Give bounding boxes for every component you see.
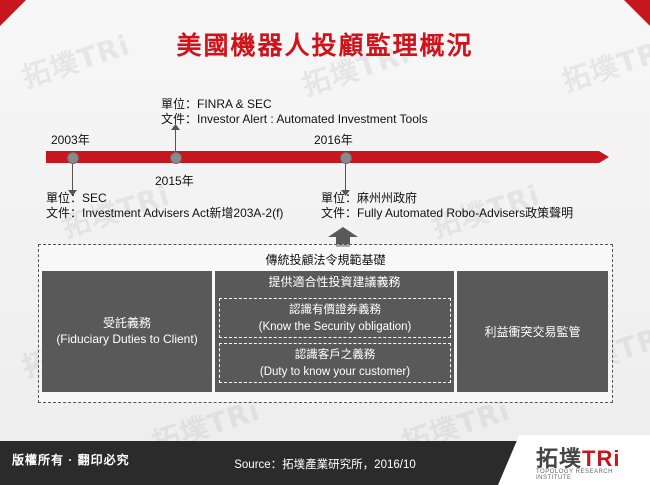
event-2003-unit: 單位：SEC: [46, 191, 107, 205]
corner-decoration-right: [624, 0, 650, 26]
logo-background: [498, 435, 650, 485]
arrow-down-icon: [68, 190, 77, 196]
know-security-english: (Know the Security obligation): [258, 321, 412, 333]
event-2015-document: 文件：Investor Alert : Automated Investment…: [161, 112, 428, 126]
page-title: 美國機器人投顧監理概況: [176, 31, 474, 60]
copyright-notice: 版權所有 · 翻印必究: [12, 453, 130, 467]
year-label-2016: 2016年: [314, 133, 353, 147]
foundation-arrow-icon: [328, 227, 358, 247]
know-customer-english: (Duty to know your customer): [259, 366, 411, 378]
connector-2016: [345, 164, 346, 192]
event-2016-document: 文件：Fully Automated Robo-Advisers政策聲明: [321, 206, 574, 220]
logo-main-text: 拓墣: [536, 446, 583, 471]
logo: 拓墣TRi: [536, 441, 620, 473]
logo-subtitle: TOPOLOGY RESEARCH INSTITUTE: [536, 469, 613, 481]
event-2016-unit: 單位：麻州州政府: [321, 191, 418, 205]
timeline-arrow: [46, 151, 609, 163]
foundation-title: 傳統投顧法令規範基礎: [265, 253, 386, 267]
year-label-2003: 2003年: [51, 133, 90, 147]
logo-ri-text: TRi: [582, 446, 621, 471]
conflict-of-interest-label: 利益衝突交易監管: [484, 325, 581, 339]
know-customer-box: 認識客戶之義務 (Duty to know your customer): [219, 343, 451, 383]
arrow-up-icon: [171, 124, 180, 130]
source-note: Source：拓墣產業研究所，2016/10: [234, 459, 416, 471]
fiduciary-duty-box: 受託義務 (Fiduciary Duties to Client): [42, 271, 212, 392]
corner-decoration-left: [0, 0, 26, 26]
timeline-marker-2016: [340, 152, 352, 164]
timeline-marker-2003: [67, 152, 79, 164]
conflict-of-interest-box: 利益衝突交易監管: [457, 271, 608, 392]
connector-2003: [72, 164, 73, 192]
know-customer-label: 認識客戶之義務: [294, 349, 376, 361]
fiduciary-duty-english: (Fiduciary Duties to Client): [56, 332, 198, 346]
event-2003-document: 文件：Investment Advisers Act新增203A-2(f): [46, 206, 284, 220]
year-label-2015: 2015年: [155, 174, 194, 188]
fiduciary-duty-label: 受託義務: [102, 316, 151, 330]
timeline-marker-2015: [170, 152, 182, 164]
know-security-label: 認識有價證券義務: [289, 304, 381, 316]
connector-2015: [175, 128, 176, 152]
event-2015-unit: 單位：FINRA & SEC: [161, 97, 272, 111]
suitability-duty-label: 提供適合性投資建議義務: [268, 275, 401, 289]
arrow-down-icon: [341, 190, 350, 196]
know-security-box: 認識有價證券義務 (Know the Security obligation): [219, 298, 451, 338]
